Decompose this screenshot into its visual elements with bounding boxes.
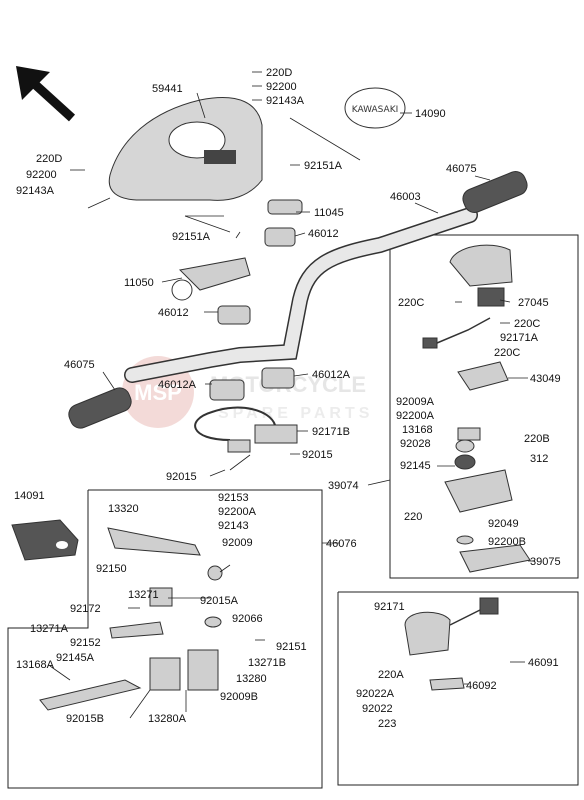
label-92200-top: 92200 [266,81,297,93]
label-46075-top: 46075 [446,163,477,175]
label-92049: 92049 [488,518,519,530]
label-92015a: 92015A [200,595,239,607]
svg-text:KAWASAKI: KAWASAKI [352,105,399,115]
label-92152: 92152 [70,637,101,649]
label-46076: 46076 [326,538,357,550]
label-92151a-left: 92151A [172,231,211,243]
label-43049: 43049 [530,373,561,385]
label-13271b: 13271B [248,657,286,669]
label-13320: 13320 [108,503,139,515]
left-switch-group-frame [337,591,579,786]
left-lever-parts [39,527,223,711]
label-220: 220 [404,511,422,523]
label-92143a-top: 92143A [266,95,305,107]
label-92015-left: 92015 [166,471,197,483]
label-46012-mid: 46012 [158,307,189,319]
label-92200b: 92200B [488,536,526,548]
label-46075-left: 46075 [64,359,95,371]
label-92015b: 92015B [66,713,104,725]
label-46012-top: 46012 [308,228,339,240]
label-223: 223 [378,718,396,730]
label-92066: 92066 [232,613,263,625]
label-92151a-mid: 92151A [304,160,343,172]
label-92200a-right: 92200A [396,410,435,422]
label-92022a: 92022A [356,688,395,700]
cable-bracket-part [194,406,298,453]
label-46012a-left: 46012A [158,379,197,391]
emblem-part: KAWASAKI [344,87,406,129]
front-direction-arrow-icon [16,66,76,122]
label-46091: 46091 [528,657,559,669]
label-92009b: 92009B [220,691,258,703]
handlebar-holders [171,199,303,401]
label-92145a: 92145A [56,652,95,664]
label-92009a: 92009A [396,396,435,408]
label-92009: 92009 [222,537,253,549]
label-220c-1: 220C [398,297,424,309]
label-39075: 39075 [530,556,561,568]
label-14090: 14090 [415,108,446,120]
leader-lines [49,71,535,719]
label-13271: 13271 [128,589,159,601]
label-92171: 92171 [374,601,405,613]
label-92200a-left: 92200A [218,506,257,518]
label-13280: 13280 [236,673,267,685]
label-220b: 220B [524,433,550,445]
label-92200-left: 92200 [26,169,57,181]
label-59441: 59441 [152,83,183,95]
left-switch-parts [404,597,499,691]
label-92171a: 92171A [500,332,539,344]
label-92151: 92151 [276,641,307,653]
label-92171b: 92171B [312,426,350,438]
label-220c-3: 220C [494,347,520,359]
label-220d-top: 220D [266,67,292,79]
left-grip-part [68,387,132,429]
label-46092: 46092 [466,680,497,692]
label-92172: 92172 [70,603,101,615]
label-92015-mid: 92015 [302,449,333,461]
watermark-logo-text: MSP [134,380,182,405]
label-27045: 27045 [518,297,549,309]
label-46012a-right: 46012A [312,369,351,381]
label-92153: 92153 [218,492,249,504]
label-13168a: 13168A [16,659,55,671]
label-312: 312 [530,453,548,465]
label-92143: 92143 [218,520,249,532]
label-220c-2: 220C [514,318,540,330]
label-13280a: 13280A [148,713,187,725]
label-13168: 13168 [402,424,433,436]
label-92028: 92028 [400,438,431,450]
label-11045: 11045 [314,207,344,219]
left-lever-group-frame [7,489,323,789]
cover-part [11,519,79,561]
label-13271a: 13271A [30,623,69,635]
label-220d-left: 220D [36,153,62,165]
label-11050: 11050 [124,277,154,289]
handlebar-part [124,207,478,383]
right-switch-parts [422,244,531,573]
label-92022: 92022 [362,703,393,715]
label-92145: 92145 [400,460,431,472]
right-grip-part [462,171,528,213]
label-220a: 220A [378,669,404,681]
label-39074: 39074 [328,480,359,492]
label-46003: 46003 [390,191,421,203]
part-labels: 220D 92200 92143A 59441 14090 220D 92200… [14,67,561,730]
right-switch-group-frame [389,234,579,579]
label-14091: 14091 [14,490,45,502]
meter-cover-part [108,97,263,201]
label-92150: 92150 [96,563,127,575]
label-92143a-left: 92143A [16,185,55,197]
